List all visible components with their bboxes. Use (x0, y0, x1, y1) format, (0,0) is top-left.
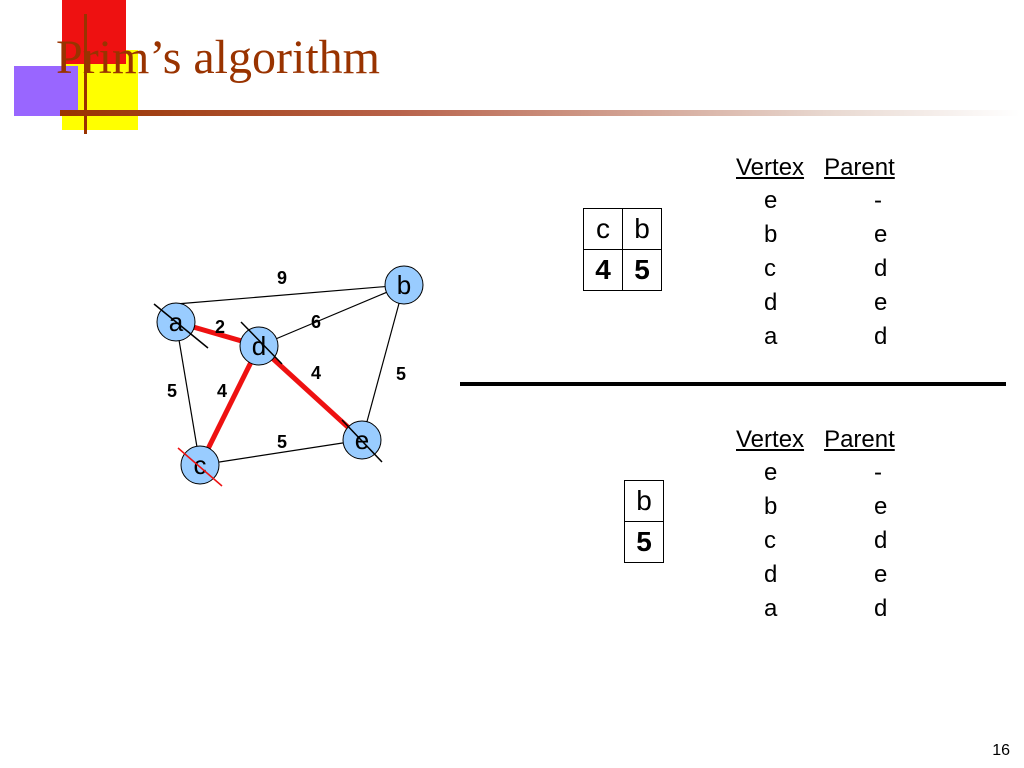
queue-vertex-cell: c (583, 208, 623, 250)
visited-mark-e (341, 419, 383, 463)
table-row: e- (736, 456, 895, 490)
queue-key-cell: 5 (622, 249, 662, 291)
queue-key-cell: 5 (624, 521, 664, 563)
queue-vertex-cell: b (624, 480, 664, 522)
decor-red-square (62, 0, 126, 64)
weight-c-e: 5 (277, 432, 287, 452)
row-parent: d (874, 323, 888, 350)
edge-b-e (361, 284, 405, 441)
edge-d-e (257, 344, 364, 442)
table-header: Vertex Parent (736, 424, 895, 456)
row-vertex: a (764, 595, 778, 622)
weight-b-e: 5 (396, 364, 406, 384)
priority-queue-bottom: b 5 (624, 480, 664, 563)
svg-text:c: c (194, 450, 207, 480)
row-vertex: e (764, 187, 778, 214)
row-parent: d (874, 527, 888, 554)
graph-edges (175, 284, 405, 467)
table-header: Vertex Parent (736, 152, 895, 184)
row-parent: e (874, 561, 888, 588)
header-vertex: Vertex (736, 154, 805, 181)
node-e: e (341, 419, 383, 463)
queue-vertex-cell: b (622, 208, 662, 250)
edge-d-c (197, 344, 262, 467)
header-parent: Parent (824, 154, 895, 181)
slide-title: Prim’s algorithm (56, 31, 380, 84)
queue-key-cell: 4 (583, 249, 623, 291)
page-number: 16 (992, 742, 1010, 759)
header-vertex: Vertex (736, 426, 805, 453)
node-c: c (177, 445, 223, 487)
weight-d-b: 6 (311, 312, 321, 332)
weight-a-c: 5 (167, 381, 177, 401)
header-parent: Parent (824, 426, 895, 453)
node-b: b (384, 265, 424, 305)
edge-a-c (175, 321, 201, 466)
decor-vertical-rule (84, 14, 87, 134)
row-parent: e (874, 493, 888, 520)
section-divider (460, 382, 1006, 386)
weight-a-d: 2 (215, 317, 225, 337)
row-vertex: c (764, 255, 776, 282)
graph-nodes: a b d e c (153, 265, 424, 487)
decor-purple-square (14, 66, 78, 116)
svg-text:d: d (252, 331, 266, 361)
row-parent: d (874, 255, 888, 282)
row-parent: - (874, 187, 882, 214)
edge-c-e (199, 439, 363, 466)
title-underline-rule (60, 110, 1020, 116)
svg-text:b: b (397, 270, 411, 300)
weight-d-c: 4 (217, 381, 227, 401)
row-vertex: d (764, 289, 778, 316)
weight-d-e: 4 (311, 363, 321, 383)
visited-mark-c (177, 447, 223, 487)
edge-d-b (258, 284, 405, 347)
row-vertex: b (764, 493, 778, 520)
priority-queue-top: c b 4 5 (583, 208, 662, 291)
table-row: e- (736, 184, 895, 218)
visited-mark-a (153, 303, 209, 349)
weight-a-b: 9 (277, 268, 287, 288)
node-d: d (239, 321, 283, 366)
row-vertex: c (764, 527, 776, 554)
row-vertex: d (764, 561, 778, 588)
edge-weights: 9 2 6 5 4 4 5 5 (167, 268, 406, 452)
row-parent: e (874, 221, 888, 248)
node-a: a (153, 302, 209, 349)
visited-mark-d (240, 321, 283, 365)
row-vertex: b (764, 221, 778, 248)
row-parent: - (874, 459, 882, 486)
row-vertex: a (764, 323, 778, 350)
row-vertex: e (764, 459, 778, 486)
edge-a-b (175, 284, 405, 305)
row-parent: e (874, 289, 888, 316)
row-parent: d (874, 595, 888, 622)
